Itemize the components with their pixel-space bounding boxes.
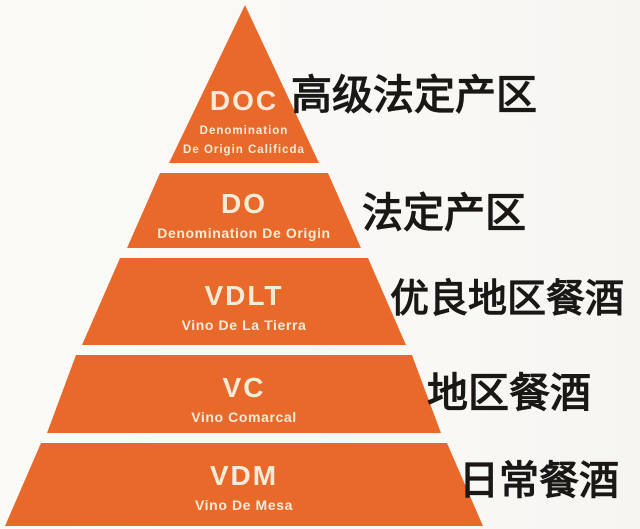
tier-doc-content: DOC Denomination De Origin Calificda: [169, 85, 319, 159]
tier-vdm-content: VDM Vino De Mesa: [5, 460, 483, 516]
annotation-vdlt: 优良地区餐酒: [390, 278, 625, 321]
tier-do-content: DO Denomination De Origin: [127, 188, 361, 244]
tier-vdm-subtitle: Vino De Mesa: [195, 497, 293, 514]
annotation-vc: 地区餐酒: [427, 370, 591, 416]
annotation-doc: 高级法定产区: [291, 72, 537, 118]
pyramid-tier-vc: VC Vino Comarcal: [47, 355, 441, 433]
annotation-do: 法定产区: [362, 190, 526, 236]
tier-doc-subtitle: Denomination De Origin Calificda: [183, 125, 305, 156]
pyramid-tier-vdlt: VDLT Vino De La Tierra: [82, 258, 406, 345]
annotation-vdm: 日常餐酒: [459, 459, 619, 503]
tier-vc-code: VC: [222, 372, 266, 403]
tier-vdm-code: VDM: [209, 460, 279, 491]
tier-vdlt-subtitle: Vino De La Tierra: [181, 317, 307, 334]
tier-vc-subtitle: Vino Comarcal: [191, 409, 297, 426]
pyramid-tier-vdm: VDM Vino De Mesa: [5, 443, 483, 526]
tier-do-subtitle: Denomination De Origin: [157, 225, 331, 242]
tier-vc-content: VC Vino Comarcal: [47, 372, 441, 428]
tier-vdlt-content: VDLT Vino De La Tierra: [82, 280, 406, 336]
tier-vdlt-code: VDLT: [204, 280, 284, 311]
tier-doc-code: DOC: [209, 85, 279, 116]
pyramid-tier-do: DO Denomination De Origin: [127, 173, 361, 248]
tier-do-code: DO: [221, 188, 267, 219]
